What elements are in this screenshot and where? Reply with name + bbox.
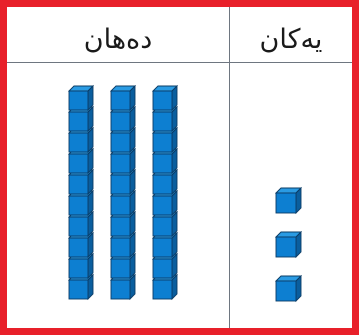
- unit-cube: [276, 188, 301, 213]
- rod-unit-cube: [153, 107, 177, 131]
- rod-unit-cube: [111, 86, 135, 110]
- rod-unit-cube: [153, 191, 177, 215]
- ones-cubes: [276, 188, 301, 301]
- rod-unit-cube: [69, 149, 93, 173]
- tens-rod: [111, 86, 135, 299]
- rod-unit-cube: [69, 86, 93, 110]
- rod-unit-cube: [69, 170, 93, 194]
- rod-unit-cube: [111, 107, 135, 131]
- unit-cube: [276, 232, 301, 257]
- rod-unit-cube: [153, 149, 177, 173]
- rod-unit-cube: [153, 233, 177, 257]
- rod-unit-cube: [153, 254, 177, 278]
- tens-rod: [69, 86, 93, 299]
- rod-unit-cube: [111, 128, 135, 152]
- rod-unit-cube: [111, 254, 135, 278]
- rod-unit-cube: [111, 170, 135, 194]
- rod-unit-cube: [69, 191, 93, 215]
- rod-unit-cube: [153, 275, 177, 299]
- rod-unit-cube: [153, 128, 177, 152]
- rod-unit-cube: [111, 233, 135, 257]
- rod-unit-cube: [153, 212, 177, 236]
- rod-unit-cube: [111, 149, 135, 173]
- rod-unit-cube: [69, 233, 93, 257]
- tens-rod: [153, 86, 177, 299]
- rod-unit-cube: [111, 275, 135, 299]
- rod-unit-cube: [153, 86, 177, 110]
- rod-unit-cube: [111, 191, 135, 215]
- rod-unit-cube: [69, 212, 93, 236]
- rod-unit-cube: [111, 212, 135, 236]
- rod-unit-cube: [69, 107, 93, 131]
- rod-unit-cube: [69, 128, 93, 152]
- unit-cube: [276, 276, 301, 301]
- rod-unit-cube: [153, 170, 177, 194]
- rod-unit-cube: [69, 275, 93, 299]
- tens-rods: [69, 86, 177, 299]
- rod-unit-cube: [69, 254, 93, 278]
